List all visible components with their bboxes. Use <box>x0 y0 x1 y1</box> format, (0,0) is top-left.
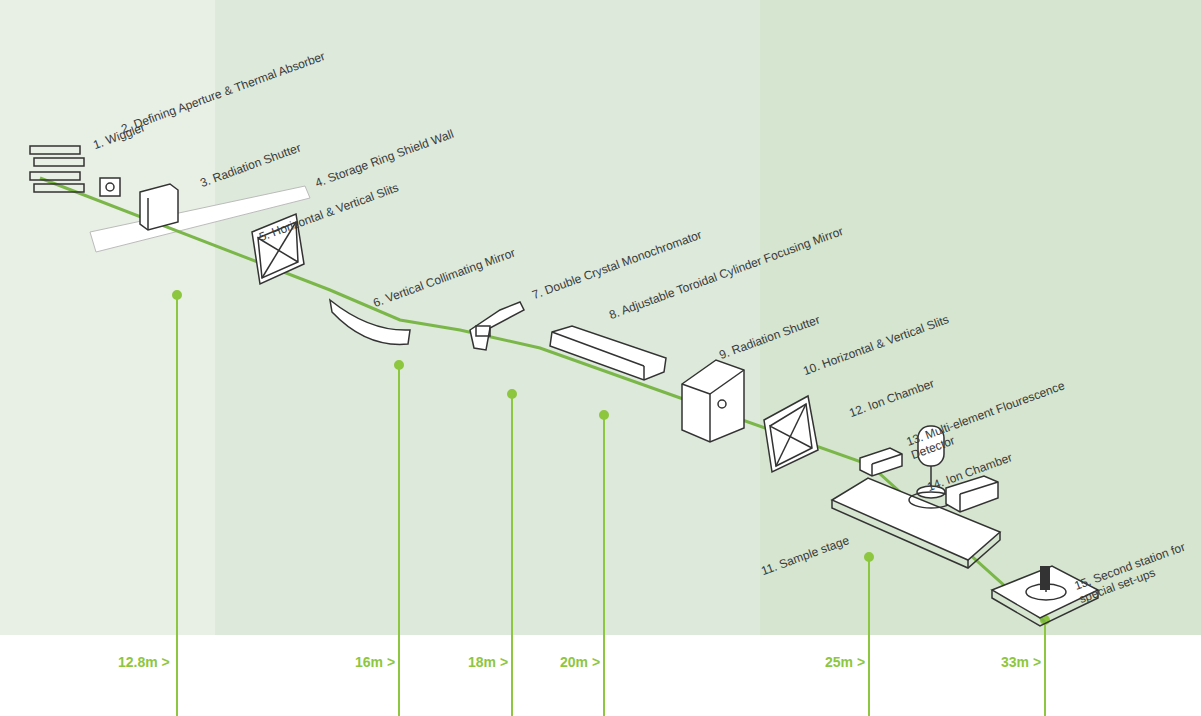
distance-label: 16m > <box>355 654 395 670</box>
distance-label: 25m > <box>825 654 865 670</box>
distance-label: 12.8m > <box>118 654 170 670</box>
distance-label: 18m > <box>468 654 508 670</box>
distance-label: 33m > <box>1001 654 1041 670</box>
distance-label: 20m > <box>560 654 600 670</box>
